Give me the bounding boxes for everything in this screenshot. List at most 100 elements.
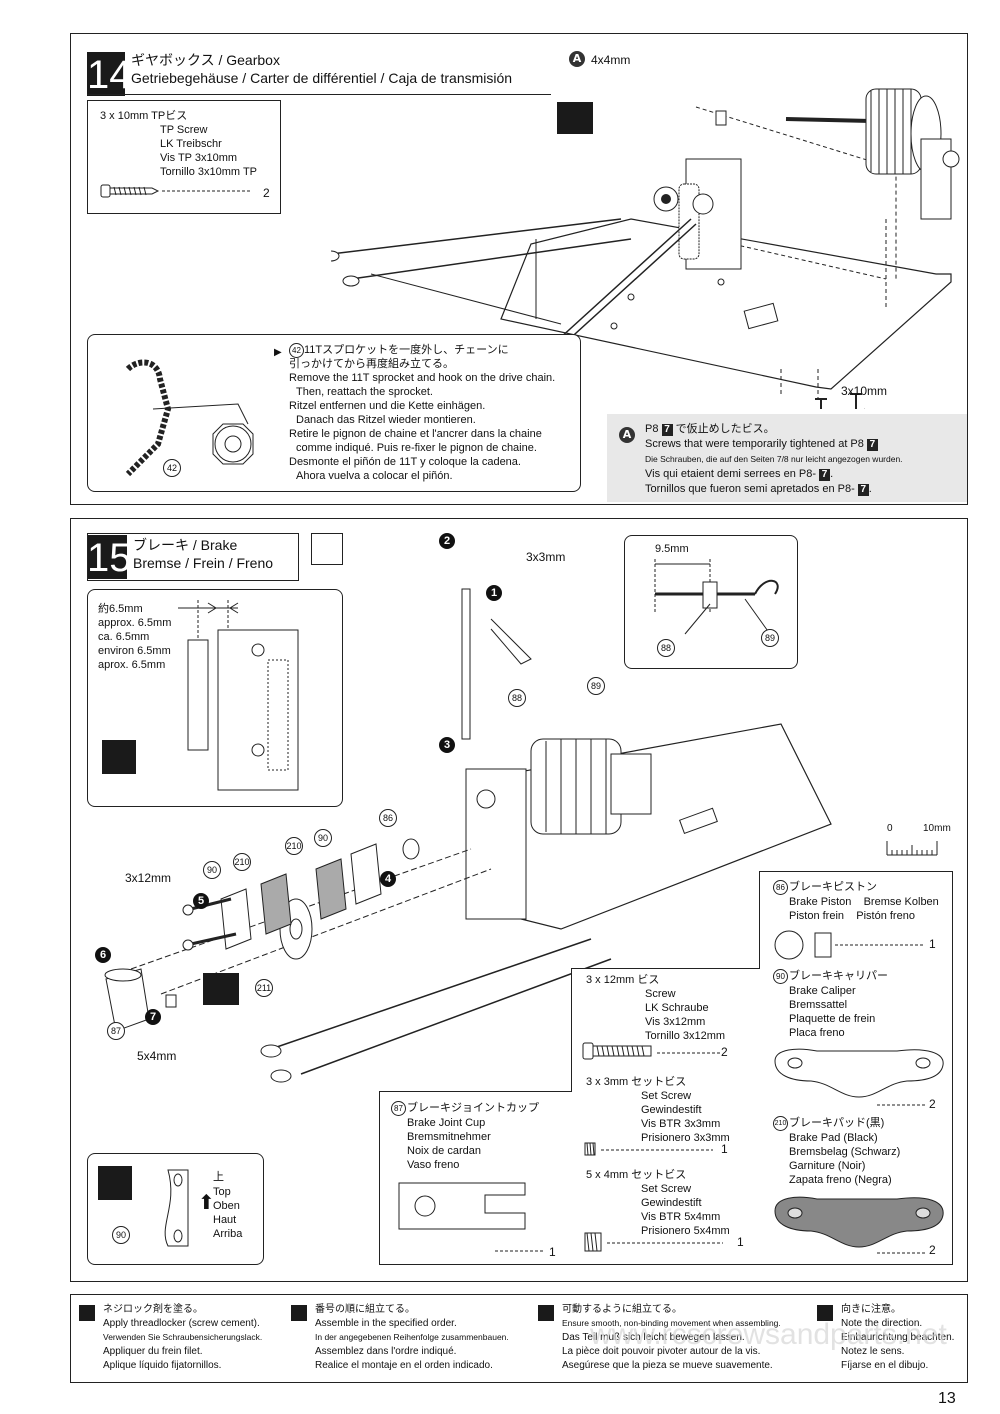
piston-icon: [774, 930, 923, 960]
set-3x3-qty: 1: [721, 1142, 728, 1156]
approx-2: ca. 6.5mm: [98, 631, 150, 643]
info-line5: Tornillos que fueron semi apretados en P…: [645, 483, 872, 496]
callout-87: 87: [107, 1022, 125, 1040]
page7-badge: 7: [661, 424, 673, 436]
screw-3x12-name-3: Tornillo 3x12mm: [645, 1030, 726, 1042]
piston-no: 86: [773, 880, 788, 895]
step14-title-2: Getriebegehäuse / Carter de différentiel…: [131, 70, 513, 86]
label-a-circle: A: [569, 51, 585, 67]
legend-1-line-4: Realice el montaje en el orden indicado.: [315, 1360, 493, 1371]
chain-sprocket-drawing: [125, 359, 254, 477]
approx-4: aprox. 6.5mm: [98, 659, 166, 671]
info-line2: Screws that were temporarily tightened a…: [645, 437, 878, 451]
legend-0-line-1: Apply threadlocker (screw cement).: [103, 1318, 260, 1329]
set-5x4-spec: 5 x 4mm セットビス: [586, 1169, 687, 1181]
label-3x12: 3x12mm: [125, 871, 172, 885]
legend-2-line-0: 可動するように組立てる。: [562, 1304, 682, 1315]
screw-3x12-name-0: Screw: [645, 988, 676, 1000]
tp-screw-name-0: TP Screw: [160, 124, 208, 136]
step15-number: 15: [87, 535, 132, 580]
legend-1-line-2: In der angegebenen Reihenfolge zusammenb…: [315, 1332, 509, 1342]
top-callout-90: 90: [112, 1226, 130, 1244]
legend-2-line-4: Asegúrese que la pieza se mueve suavemen…: [562, 1360, 773, 1371]
callout-210-a: 210: [285, 837, 303, 855]
watermark: www.rcscrewsandparts.net: [590, 1318, 947, 1351]
label-4x4: 4x4mm: [591, 53, 631, 67]
note-part-42-inline: 42: [289, 343, 304, 358]
step15-title-2: Bremse / Frein / Freno: [133, 555, 274, 571]
tp-screw-spec: 3 x 10mm TPビス: [100, 110, 188, 122]
legend-0-line-2: Verwenden Sie Schraubensicherungslack.: [103, 1332, 263, 1342]
label-9-5: 9.5mm: [655, 543, 689, 555]
info-line3: Die Schrauben, die auf den Seiten 7/8 nu…: [645, 454, 903, 464]
info-line1: P8 7 で仮止めしたビス。: [645, 422, 775, 436]
info-a-circle: A: [619, 427, 635, 443]
legend-3-line-0: 向きに注意。: [841, 1304, 901, 1315]
approx-1: approx. 6.5mm: [98, 617, 172, 629]
set-5x4-name-1: Gewindestift: [641, 1197, 702, 1209]
set-3x3-name-3: Prisionero 3x3mm: [641, 1132, 730, 1144]
screw-3x12-spec: 3 x 12mm ビス: [586, 974, 660, 986]
legend-1-line-0: 番号の順に組立てる。: [315, 1304, 415, 1315]
note-line-3: Then, reattach the sprocket.: [296, 386, 433, 398]
caliper-qty: 2: [929, 1097, 936, 1111]
set-5x4-name-3: Prisionero 5x4mm: [641, 1225, 730, 1237]
page7-badge: 7: [819, 469, 831, 481]
up-arrow-icon: ⬆: [198, 1190, 215, 1214]
note-line-6: Retire le pignon de chaine et l'ancrer d…: [289, 428, 542, 440]
rod-length-inset: 9.5mm 88 89: [624, 535, 798, 669]
set-5x4-icon: [584, 1232, 723, 1252]
joint-cup-box: [379, 1091, 572, 1265]
note-line-4: Ritzel entfernen und die Kette einhägen.: [289, 400, 486, 412]
step-bubble-7: 7: [145, 1009, 161, 1025]
caliper-name-2: Plaquette de frein: [789, 1013, 876, 1025]
order-icon: [291, 1305, 307, 1321]
legend-0-line-3: Appliquer du frein filet.: [103, 1346, 203, 1357]
note-line-0: 11Tスプロケットを一度外し、チェーンに: [304, 344, 509, 356]
label-3x10: 3x10mm: [841, 384, 888, 398]
note-line-2: Remove the 11T sprocket and hook on the …: [289, 372, 556, 384]
approx-0: 約6.5mm: [98, 603, 143, 615]
top-label-4: Arriba: [213, 1228, 243, 1240]
callout-86: 86: [379, 809, 397, 827]
step15-panel: 15 ブレーキ / Brake Bremse / Frein / Freno 約…: [70, 518, 968, 1282]
legend-2-line-2: Das Teil muß sich leicht bewegen lassen.: [562, 1332, 745, 1343]
note-part-42-callout: 42: [163, 459, 181, 477]
temp-screws-info: A P8 7 で仮止めしたビス。 Screws that were tempor…: [607, 414, 967, 502]
info-line5-text: Tornillos que fueron semi apretados en P…: [645, 483, 855, 495]
info-line4: Vis qui etaient demi serrees en P8- 7.: [645, 468, 834, 481]
info-line1-a: P8: [645, 423, 659, 435]
caliper-jp: ブレーキキャリパー: [789, 970, 888, 982]
step-bubble-1: 1: [486, 585, 502, 601]
pad-name-2: Garniture (Noir): [789, 1160, 866, 1172]
step14-number: 14: [87, 52, 132, 97]
screw-3x12-name-2: Vis 3x12mm: [645, 1016, 706, 1028]
callout-89: 89: [587, 677, 605, 695]
pad-name-0: Brake Pad (Black): [789, 1132, 878, 1144]
tp-screw-qty: 2: [263, 186, 270, 200]
legend-3-line-2: Einbaurichtung beachten.: [841, 1332, 955, 1343]
set-3x3-icon: [584, 1142, 713, 1156]
brake-caliper-closeup: [178, 600, 299, 791]
page7-badge: 7: [866, 439, 878, 451]
piston-jp: ブレーキピストン: [789, 881, 877, 893]
callout-210-b: 210: [233, 853, 251, 871]
tp-screw-box: 3 x 10mm TPビス TP Screw LK Treibschr Vis …: [87, 100, 281, 214]
caliper-icon: [774, 1048, 944, 1106]
parts-screw-column: [571, 968, 760, 1265]
set-5x4-qty: 1: [737, 1235, 744, 1249]
note-line-1: 引っかけてから再度組み立てる。: [289, 358, 454, 370]
approx-3: environ 6.5mm: [98, 645, 171, 657]
step14-panel: 14 ギヤボックス / Gearbox Getriebegehäuse / Ca…: [70, 33, 968, 505]
screw-3x12-qty: 2: [721, 1045, 728, 1059]
pad-name-3: Zapata freno (Negra): [789, 1174, 892, 1186]
set-5x4-name-2: Vis BTR 5x4mm: [641, 1211, 721, 1223]
callout-90-a: 90: [314, 829, 332, 847]
caliper-name-0: Brake Caliper: [789, 985, 856, 997]
movable-icon: [538, 1305, 554, 1321]
tp-screw-icon: [100, 184, 250, 198]
movable-icon: [102, 740, 136, 774]
legend-2-line-3: La pièce doit pouvoir pivoter autour de …: [562, 1346, 761, 1357]
order-icon: [311, 533, 343, 565]
threadlocker-icon: [79, 1305, 95, 1321]
